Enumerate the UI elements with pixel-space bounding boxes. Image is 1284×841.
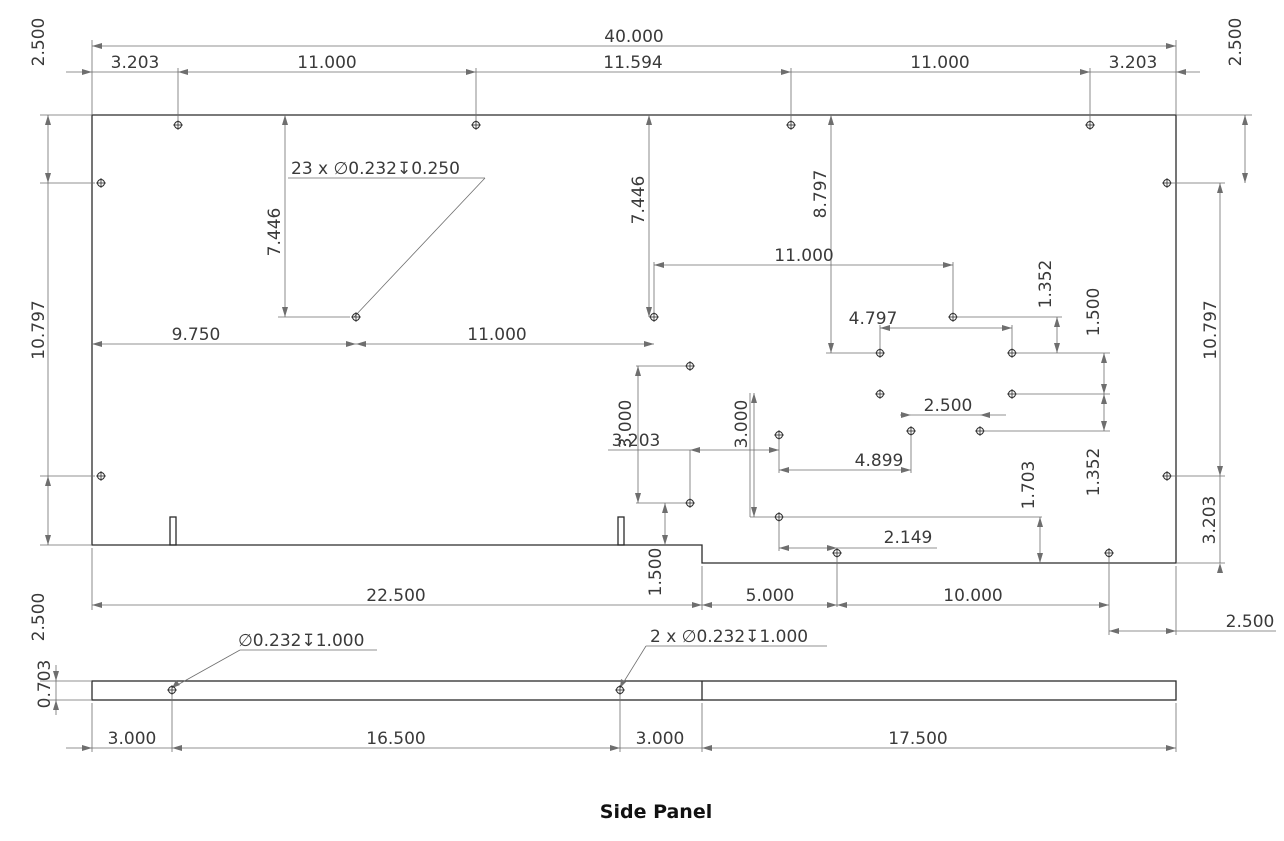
hole-marker xyxy=(471,120,481,130)
dim-depth-right: 8.797 xyxy=(811,170,831,219)
note-bottom-hole-double: 2 x ∅0.232↧1.000 xyxy=(650,627,808,647)
hole-marker xyxy=(1104,548,1114,558)
hole-marker xyxy=(1085,120,1095,130)
dim-top-span-3: 11.000 xyxy=(910,53,969,73)
hole-marker xyxy=(948,312,958,322)
extension-lines xyxy=(40,40,1252,752)
hole-marker xyxy=(832,548,842,558)
hole-marker xyxy=(1007,389,1017,399)
dim-inner-span: 11.000 xyxy=(774,246,833,266)
dim-right-top-offset: 2.500 xyxy=(1226,18,1246,67)
dim-notch-height: 1.500 xyxy=(646,548,666,597)
slot-right xyxy=(617,516,625,546)
dim-lower-span: 2.149 xyxy=(884,528,933,548)
hole-marker xyxy=(351,312,361,322)
dim-bottom-right: 10.000 xyxy=(943,586,1002,606)
hole-pattern xyxy=(96,120,1172,695)
dim-cluster-height-a: 3.000 xyxy=(616,400,636,449)
hole-marker xyxy=(649,312,659,322)
hole-marker xyxy=(875,389,885,399)
slot-left xyxy=(169,516,177,546)
dim-inner-offset: 4.797 xyxy=(849,309,898,329)
dim-cluster-height-b: 3.000 xyxy=(732,400,752,449)
dim-mid-span: 11.000 xyxy=(467,325,526,345)
dimension-labels: 40.000 3.203 11.000 11.594 11.000 3.203 … xyxy=(29,18,1274,749)
hole-marker xyxy=(615,685,625,695)
hole-marker xyxy=(786,120,796,130)
dim-depth-center: 7.446 xyxy=(629,176,649,225)
dim-strip-2: 16.500 xyxy=(366,729,425,749)
dim-top-span-1: 11.000 xyxy=(297,53,356,73)
dim-strip-1: 3.000 xyxy=(108,729,157,749)
hole-marker xyxy=(173,120,183,130)
dim-lower-rise: 1.352 xyxy=(1084,448,1104,497)
dim-left-bottom-offset: 2.500 xyxy=(29,593,49,642)
bottom-strip xyxy=(91,680,1177,701)
dim-strip-3: 3.000 xyxy=(636,729,685,749)
dim-top-span-2: 11.594 xyxy=(603,53,662,73)
drawing-title: Side Panel xyxy=(600,801,712,823)
dimension-lines xyxy=(47,45,1276,749)
hole-marker xyxy=(685,498,695,508)
dim-lower-step: 1.703 xyxy=(1019,461,1039,510)
note-top-holes: 23 x ∅0.232↧0.250 xyxy=(291,159,460,179)
note-bottom-hole-single: ∅0.232↧1.000 xyxy=(238,631,364,651)
hole-marker xyxy=(1162,471,1172,481)
dim-inner-rise: 1.352 xyxy=(1036,260,1056,309)
dim-mid-left: 9.750 xyxy=(172,325,221,345)
dim-left-height: 10.797 xyxy=(29,300,49,359)
hole-marker xyxy=(875,348,885,358)
hole-marker xyxy=(1007,348,1017,358)
dimension-arrows xyxy=(45,43,1248,751)
hole-marker xyxy=(1162,178,1172,188)
hole-marker xyxy=(96,178,106,188)
hole-marker xyxy=(774,512,784,522)
dim-right-tab: 2.500 xyxy=(1226,612,1275,632)
hole-marker xyxy=(685,361,695,371)
dim-strip-thickness: 0.703 xyxy=(35,660,55,709)
dim-inner-step: 1.500 xyxy=(1084,288,1104,337)
dim-left-top-offset: 2.500 xyxy=(29,18,49,67)
hole-marker xyxy=(774,430,784,440)
dim-bottom-mid: 5.000 xyxy=(746,586,795,606)
hole-marker xyxy=(906,426,916,436)
dim-cluster-offset: 3.203 xyxy=(612,431,661,451)
hole-marker xyxy=(167,685,177,695)
dim-strip-4: 17.500 xyxy=(888,729,947,749)
dim-overall-width: 40.000 xyxy=(604,27,663,47)
dim-top-left-edge: 3.203 xyxy=(111,53,160,73)
hole-marker xyxy=(96,471,106,481)
hole-marker xyxy=(975,426,985,436)
dim-right-bottom: 3.203 xyxy=(1200,496,1220,545)
dim-bottom-left: 22.500 xyxy=(366,586,425,606)
dim-depth-left: 7.446 xyxy=(265,208,285,257)
dim-cluster-span: 4.899 xyxy=(855,451,904,471)
dim-inner-gap: 2.500 xyxy=(924,396,973,416)
dim-right-height: 10.797 xyxy=(1201,300,1221,359)
dim-top-right-edge: 3.203 xyxy=(1109,53,1158,73)
